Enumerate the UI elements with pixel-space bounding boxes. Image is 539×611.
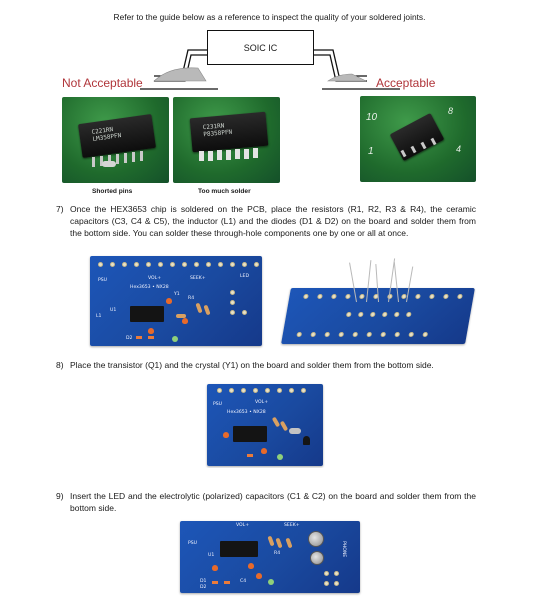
acceptable-label: Acceptable <box>376 76 436 90</box>
silk-vol: VOL+ <box>148 276 162 281</box>
step-9-number: 9) <box>56 491 64 501</box>
silk-vol-2: VOL+ <box>255 400 269 405</box>
silk-seek: SEEK+ <box>190 276 206 281</box>
board-top-photo: PSU VOL+ SEEK+ LED Hex3653 • NX28 Y1 R4 … <box>90 256 262 346</box>
silk-y1: Y1 <box>174 292 180 297</box>
step-9-text: Insert the LED and the electrolytic (pol… <box>70 491 476 514</box>
board-bottom-photo <box>280 258 476 354</box>
silk-c4-3: C4 <box>240 579 247 584</box>
silk-d2: D2 <box>126 336 133 341</box>
silk-d2-3: D2 <box>200 585 207 590</box>
not-acceptable-label: Not Acceptable <box>62 76 143 90</box>
silk-psu-3: PSU <box>188 541 198 546</box>
silk-r4-3: R4 <box>274 551 281 556</box>
board-transistor-crystal-photo: PSU VOL+ Hex3653 • NX28 <box>205 380 325 468</box>
step-7-number: 7) <box>56 204 64 214</box>
step-8: 8) Place the transistor (Q1) and the cry… <box>56 359 476 371</box>
step-9: 9) Insert the LED and the electrolytic (… <box>56 490 476 514</box>
too-much-solder-photo: C231RN P8358PFN <box>173 97 280 183</box>
silk-seek-3: SEEK+ <box>284 523 300 528</box>
chip-marking-2: C231RN P8358PFN <box>202 122 233 139</box>
acceptable-solder-photo: 10 8 1 4 <box>360 96 476 182</box>
step-7: 7) Once the HEX3653 chip is soldered on … <box>56 203 476 240</box>
silk-u1-3: U1 <box>208 553 215 558</box>
board-led-capacitors-photo: VOL+ SEEK+ PSU U1 D1 D2 C4 R4 PHONE <box>180 521 360 593</box>
silk-psu: PSU <box>98 278 108 283</box>
silk-hex-2: Hex3653 • NX28 <box>227 410 266 415</box>
step-8-text: Place the transistor (Q1) and the crysta… <box>70 360 434 370</box>
soic-profile-diagram <box>140 49 400 90</box>
too-much-solder-caption: Too much solder <box>198 188 251 195</box>
silk-l1: L1 <box>96 314 102 319</box>
shorted-pins-caption: Shorted pins <box>92 188 133 195</box>
silk-u1: U1 <box>110 308 117 313</box>
silk-d1-3: D1 <box>200 579 207 584</box>
intro-text: Refer to the guide below as a reference … <box>113 12 426 22</box>
soic-ic-box: SOIC IC <box>207 30 314 65</box>
step-8-number: 8) <box>56 360 64 370</box>
step-7-text: Once the HEX3653 chip is soldered on the… <box>70 204 476 239</box>
silk-r4: R4 <box>188 296 195 301</box>
silk-phone-3: PHONE <box>341 541 346 558</box>
shorted-pins-photo: C221RN LM358PFN <box>62 97 169 183</box>
silk-vol-3: VOL+ <box>236 523 250 528</box>
silk-hex: Hex3653 • NX28 <box>130 285 169 290</box>
silk-led: LED <box>240 274 249 279</box>
silk-psu-2: PSU <box>213 402 223 407</box>
soic-ic-label: SOIC IC <box>243 42 278 53</box>
